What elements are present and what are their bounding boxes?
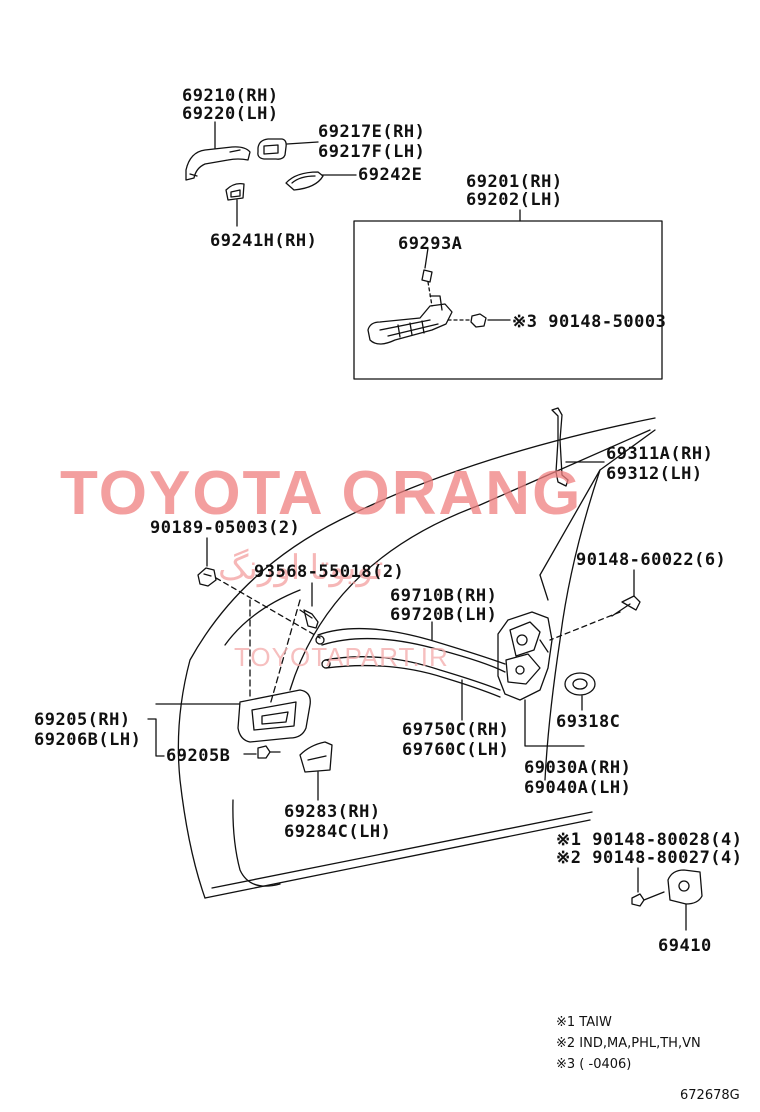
rod-icon	[551, 407, 569, 487]
outer-handle-icon	[185, 146, 251, 181]
label-93568: 93568-55018(2)	[254, 562, 405, 582]
label-90148-80027: ※2 90148-80027(4)	[556, 848, 743, 868]
label-69210: 69210(RH)	[182, 86, 279, 106]
leader-dash-93568	[269, 599, 301, 706]
label-69206B: 69206B(LH)	[34, 730, 142, 750]
door-outline	[177, 417, 656, 899]
label-69220: 69220(LH)	[182, 104, 279, 124]
label-69710B: 69710B(RH)	[390, 586, 498, 606]
watermark-site: TOYOTAPART.IR	[234, 642, 449, 672]
handle-cover-icon	[299, 741, 333, 773]
striker-icon	[667, 869, 703, 931]
grommet-icon	[564, 672, 596, 696]
label-69030A: 69030A(RH)	[524, 758, 632, 778]
label-69217F: 69217F(LH)	[318, 142, 426, 162]
frame-box-69201	[353, 220, 663, 380]
handle-pad-icon	[257, 138, 287, 160]
label-69312: 69312(LH)	[606, 464, 703, 484]
bolt-90189-icon	[197, 567, 217, 587]
label-69217E: 69217E(RH)	[318, 122, 426, 142]
label-69205B: 69205B	[166, 746, 231, 766]
note-2: ※2 IND,MA,PHL,TH,VN	[556, 1036, 701, 1051]
inner-handle-icon	[237, 689, 311, 743]
label-69205-rh: 69205(RH)	[34, 710, 131, 730]
label-69318C: 69318C	[556, 712, 621, 732]
bracket-69205	[147, 718, 165, 757]
leader-69217	[286, 141, 319, 145]
cable-69710-icon	[315, 627, 506, 673]
label-69293A: 69293A	[398, 234, 463, 254]
cover-pad-icon	[225, 182, 245, 201]
note-1: ※1 TAIW	[556, 1015, 612, 1030]
screw-69205B-icon	[257, 745, 281, 759]
label-69750C: 69750C(RH)	[402, 720, 510, 740]
leader-dash-90189	[215, 577, 321, 639]
label-69283: 69283(RH)	[284, 802, 381, 822]
label-69311A: 69311A(RH)	[606, 444, 714, 464]
cable-69750-icon	[321, 656, 501, 698]
watermark-main: TOYOTA ORANG	[60, 459, 583, 528]
label-90148-50003: ※3 90148-50003	[512, 312, 667, 332]
screw-93568-icon	[299, 609, 319, 629]
gasket-icon	[285, 171, 324, 191]
label-69760C: 69760C(LH)	[402, 740, 510, 760]
label-69040A: 69040A(LH)	[524, 778, 632, 798]
note-3: ※3 ( -0406)	[556, 1057, 632, 1072]
label-90148-60022: 90148-60022(6)	[576, 550, 727, 570]
diagram-code: 672678G	[680, 1088, 740, 1103]
bolt-small-icon	[470, 313, 487, 328]
handle-frame-icon	[367, 269, 453, 345]
watermark-persian: تویوتا اورنگ	[218, 549, 384, 587]
label-69242E: 69242E	[358, 165, 423, 185]
label-69202: 69202(LH)	[466, 190, 563, 210]
label-90189: 90189-05003(2)	[150, 518, 301, 538]
leader-69030A	[524, 699, 585, 747]
label-90148-80028: ※1 90148-80028(4)	[556, 830, 743, 850]
label-69284C: 69284C(LH)	[284, 822, 392, 842]
label-69720B: 69720B(LH)	[390, 605, 498, 625]
leader-dash-60022	[549, 611, 621, 641]
leader-69293A	[424, 247, 429, 269]
screw-striker-icon	[631, 891, 665, 907]
label-69410: 69410	[658, 936, 712, 956]
label-69201: 69201(RH)	[466, 172, 563, 192]
door-lock-icon	[497, 611, 553, 701]
label-69241H: 69241H(RH)	[210, 231, 318, 251]
